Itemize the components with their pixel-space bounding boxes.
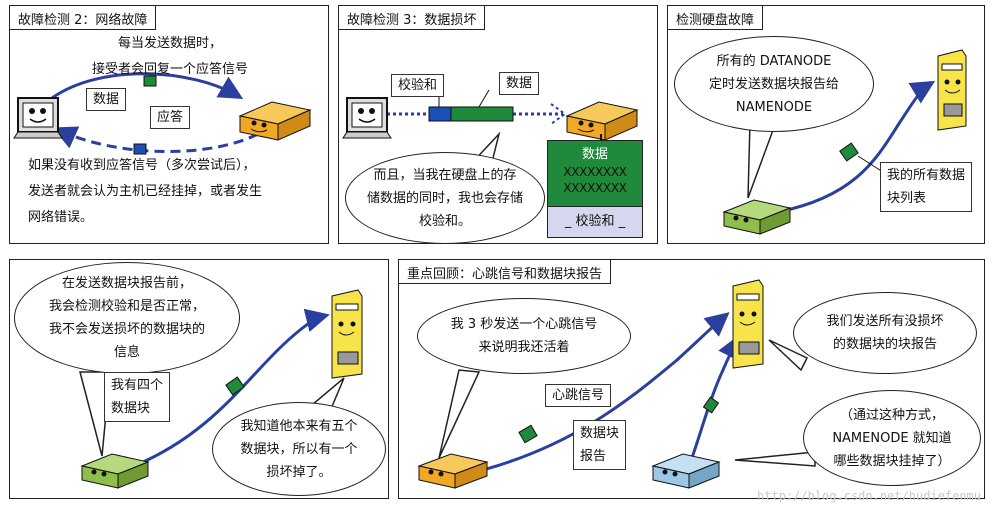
panel-title: 检测硬盘故障 [668, 6, 764, 30]
server-icon [565, 101, 639, 141]
data-segment [450, 106, 514, 122]
speech-bubble-checksum-check: 在发送数据块报告前， 我会检测校验和是否正常， 我不会发送损坏的数据块的 信息 [14, 262, 240, 374]
panel-block-report-check: 在发送数据块报告前， 我会检测校验和是否正常， 我不会发送损坏的数据块的 信息 … [9, 259, 389, 499]
panel-1-drawing [13, 72, 312, 155]
label-data: 数据 [499, 72, 540, 95]
ack-arc-arrow [52, 126, 259, 154]
outcome-line-1: 如果没有收到应答信号（多次尝试后）， [28, 158, 256, 173]
panel-2-drawing [342, 86, 639, 176]
block-list-box: 我的所有数据 块列表 [880, 162, 973, 212]
block-count-box: 我有四个 数据块 [104, 372, 171, 422]
bubble-line-1: 我 3 秒发送一个心跳信号 [450, 317, 598, 332]
bubble-line-2: NAMENODE 就知道 [832, 430, 952, 446]
heartbeat-packet [518, 424, 538, 444]
box-line-1: 数据块 [580, 426, 620, 441]
namenode-tower-icon [937, 49, 967, 131]
server-icon [238, 101, 312, 141]
heartbeat-arrow [466, 312, 730, 476]
bubble-line-3: 损坏掉了。 [266, 464, 332, 480]
bubble-line-1: 在发送数据块报告前， [61, 276, 192, 291]
ack-packet [133, 143, 147, 155]
data-packet [143, 75, 157, 87]
datanode-server-icon [417, 453, 489, 489]
namenode-tower-icon [331, 289, 363, 379]
speech-bubble-namenode-knows: （通过这种方式， NAMENODE 就知道 哪些数据块挂掉了） [803, 390, 981, 486]
panel-recap-heartbeat: 重点回顾：心跳信号和数据块报告 [398, 259, 985, 499]
datanode-blue-server-icon [651, 453, 721, 489]
bubble-line-2: 储数据的同时，我也会存储 [366, 190, 523, 206]
intro-line-2: 接受者会回复一个应答信号 [91, 62, 248, 77]
data-arc-arrow [51, 72, 244, 100]
box-line-2: 数据块 [111, 401, 151, 416]
intro-line-1: 每当发送数据时， [117, 36, 222, 51]
bubble-line-2: 数据块，所以有一个 [240, 441, 358, 457]
speech-bubble-namenode: 我知道他本来有五个 数据块，所以有一个 损坏掉了。 [212, 402, 386, 496]
panel-5-drawing [417, 279, 816, 489]
report-arrow [133, 308, 330, 468]
report-packet [839, 142, 859, 162]
block-header: 数据 [581, 147, 608, 162]
bubble-line-3: NAMENODE [735, 99, 813, 115]
box-line-1: 我的所有数据 [887, 168, 966, 183]
panel-disk-failure: 检测硬盘故障 所有的 DATANODE 定时发送数据块报告给 [667, 5, 985, 244]
block-checksum: _ 校验和 _ [548, 206, 642, 237]
outcome-line-2: 发送者就会认为主机已经挂掉，或者发生 [28, 184, 263, 199]
namenode-tower-icon [732, 279, 764, 369]
report-packet [225, 376, 245, 396]
bubble-line-4: 信息 [113, 345, 140, 360]
label-heartbeat: 心跳信号 [545, 384, 612, 407]
computer-icon [13, 97, 63, 139]
label-checksum: 校验和 [391, 74, 445, 97]
bubble-line-2: 来说明我还活着 [478, 340, 570, 355]
panel-3-drawing [722, 49, 967, 235]
bubble-line-2: 定时发送数据块报告给 [708, 76, 839, 92]
panel-network-failure: 故障检测 2：网络故障 每当发送数据时， 接受者会回复一个应答信号 [9, 5, 329, 244]
panel-title: 重点回顾：心跳信号和数据块报告 [399, 260, 612, 284]
speech-bubble-datanode: 所有的 DATANODE 定时发送数据块报告给 NAMENODE [674, 36, 874, 132]
bubble-line-2: 的数据块的块报告 [832, 337, 937, 352]
label-ack: 应答 [150, 106, 191, 129]
checksum-segment [428, 106, 452, 122]
bubble-line-3: 校验和。 [418, 213, 471, 229]
bubble-line-1: （通过这种方式， [839, 407, 944, 423]
bubble-line-3: 哪些数据块挂掉了） [833, 453, 951, 469]
box-line-1: 我有四个 [111, 378, 164, 393]
report-packet [702, 396, 720, 414]
report-arrow [777, 80, 936, 214]
datanode-server-icon [80, 453, 150, 489]
speech-bubble-heartbeat: 我 3 秒发送一个心跳信号 来说明我还活着 [417, 298, 631, 374]
speech-bubble-report: 我们发送所有没损坏 的数据块的块报告 [793, 292, 977, 374]
block-report-box: 数据块 报告 [573, 420, 627, 470]
label-data: 数据 [86, 88, 127, 111]
bubble-line-1: 我们发送所有没损坏 [826, 314, 944, 329]
bubble-line-1: 我知道他本来有五个 [240, 418, 358, 434]
panel-title: 故障检测 2：网络故障 [10, 6, 157, 30]
speech-bubble-checksum: 而且，当我在硬盘上的存 储数据的同时，我也会存储 校验和。 [345, 152, 545, 243]
box-line-2: 报告 [580, 449, 607, 464]
watermark: http://blog.csdn.net/hudiefenmu [757, 489, 981, 503]
bubble-line-2: 我会检测校验和是否正常， [48, 299, 205, 314]
box-line-2: 块列表 [887, 191, 927, 206]
block-row-2: XXXXXXXX [563, 181, 627, 195]
block-row-1: XXXXXXXX [563, 165, 627, 179]
bubble-line-1: 而且，当我在硬盘上的存 [373, 167, 517, 183]
computer-icon [342, 97, 392, 139]
bubble-line-1: 所有的 DATANODE [716, 53, 832, 69]
bubble-line-3: 我不会发送损坏的数据块的 [48, 322, 205, 337]
outcome-line-3: 网络错误。 [28, 210, 94, 225]
panel-title: 故障检测 3：数据损坏 [339, 6, 486, 30]
stored-data-block: 数据 XXXXXXXX XXXXXXXX _ 校验和 _ [547, 140, 643, 238]
datanode-server-icon [722, 199, 792, 235]
panel-4-drawing [79, 289, 363, 489]
